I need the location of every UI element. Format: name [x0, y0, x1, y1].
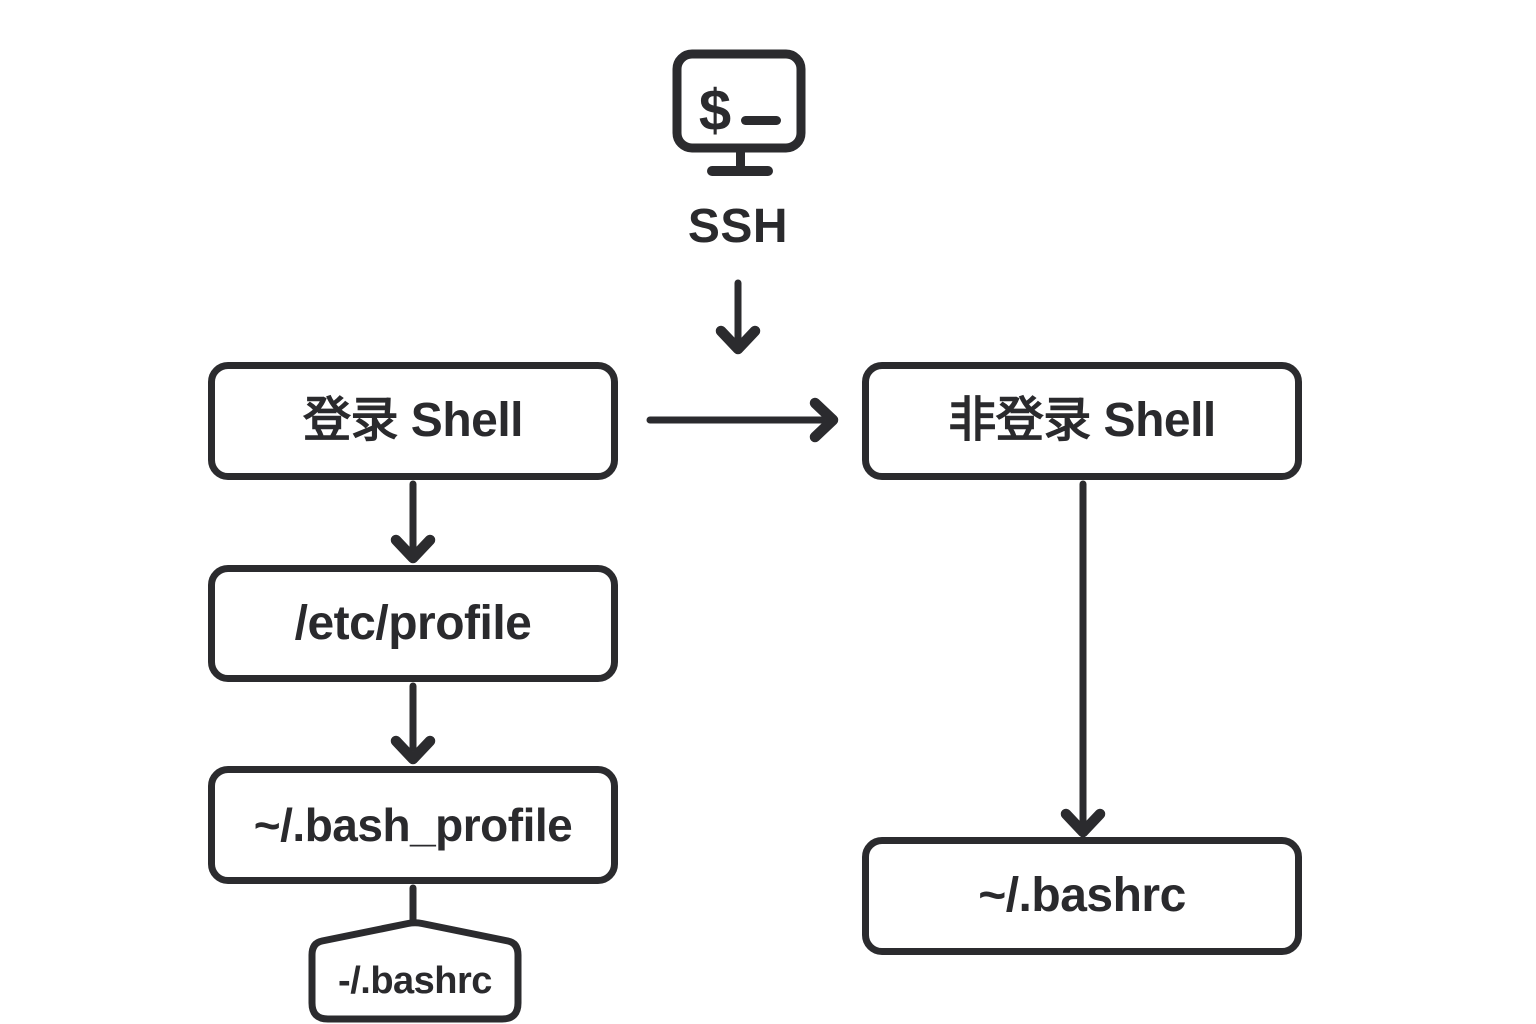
node-bashrc-right: ~/.bashrc — [862, 837, 1302, 955]
arrow-login-to-nonlogin — [646, 397, 839, 443]
node-login-shell: 登录 Shell — [208, 362, 618, 480]
node-etc-profile: /etc/profile — [208, 565, 618, 682]
monitor-stand-stem — [736, 148, 745, 168]
terminal-cursor-underscore — [741, 116, 781, 125]
terminal-prompt-dollar-glyph: $ — [699, 78, 731, 143]
arrow-nonlogin-to-bashrc-right — [1060, 480, 1106, 838]
node-bashrc-left-label: -/.bashrc — [338, 960, 492, 1002]
node-non-login-shell-label: 非登录 Shell — [948, 394, 1216, 447]
arrow-login-to-etcprofile — [390, 480, 436, 564]
arrow-ssh-down — [715, 279, 761, 355]
node-non-login-shell: 非登录 Shell — [862, 362, 1302, 480]
node-bashrc-left-shape — [308, 919, 522, 1023]
arrow-etcprofile-to-bashprofile — [390, 682, 436, 765]
node-etc-profile-label: /etc/profile — [294, 596, 532, 650]
node-login-shell-label: 登录 Shell — [302, 394, 524, 447]
terminal-icon: $ — [672, 49, 806, 176]
node-bashrc-left: -/.bashrc — [308, 919, 522, 1023]
monitor-stand-base — [707, 166, 773, 176]
ssh-label: SSH — [687, 200, 789, 253]
terminal-screen — [672, 49, 806, 153]
node-bash-profile: ~/.bash_profile — [208, 766, 618, 884]
node-bashrc-right-label: ~/.bashrc — [978, 869, 1186, 922]
node-bash-profile-label: ~/.bash_profile — [253, 799, 573, 851]
